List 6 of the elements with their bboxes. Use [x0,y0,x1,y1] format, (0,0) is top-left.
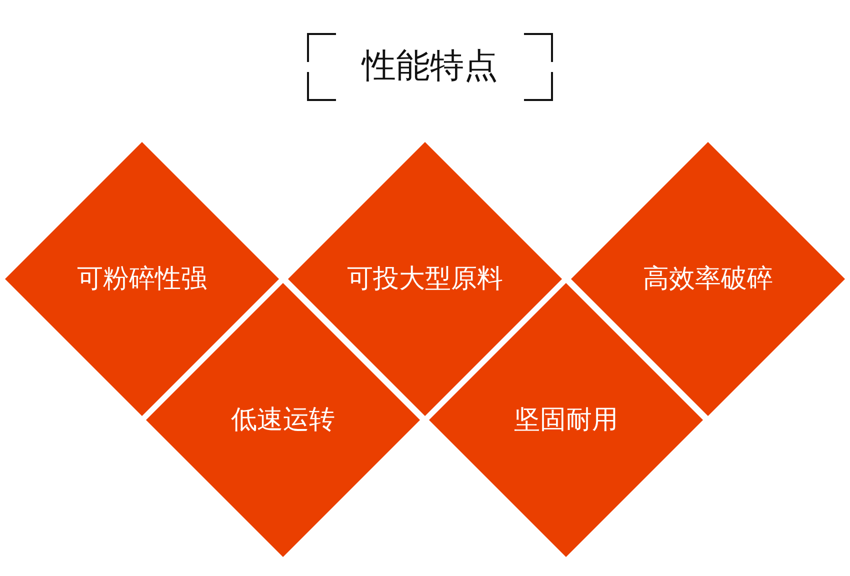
feature-label: 高效率破碎 [643,263,773,295]
title: 性能特点 [360,45,499,88]
feature-label: 低速运转 [231,404,335,436]
feature-label: 坚固耐用 [514,404,618,436]
feature-label: 可粉碎性强 [77,263,207,295]
feature-label: 可投大型原料 [347,263,503,295]
